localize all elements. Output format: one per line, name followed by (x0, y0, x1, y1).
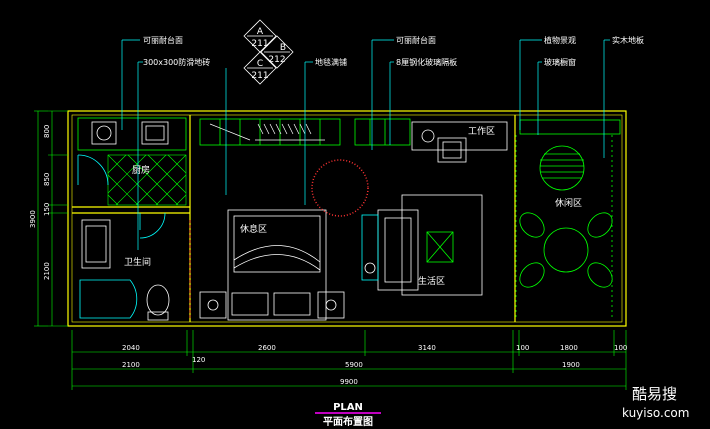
left-dimension-lines (34, 110, 68, 327)
room-leisure: 休闲区 (555, 197, 582, 209)
bottom-dimension-values: 2040 120 2600 3140 100 1800 100 2100 590… (122, 344, 627, 386)
dim-bottom-100b: 100 (614, 344, 627, 352)
dim-bottom-2100: 2100 (122, 361, 140, 369)
callout-labels: 可丽耐台面 300x300防滑地砖 地毯满铺 可丽耐台面 8厘钢化玻璃隔板 植物… (122, 35, 644, 67)
dim-left-3900: 3900 (29, 210, 37, 228)
dim-bottom-3140: 3140 (418, 344, 436, 352)
dim-bottom-120: 120 (192, 356, 205, 364)
room-work: 工作区 (468, 125, 495, 137)
section-b-number: 212 (268, 55, 285, 65)
dim-bottom-2600: 2600 (258, 344, 276, 352)
outer-wall (67, 110, 627, 327)
section-c-number: 211 (251, 71, 268, 81)
wardrobe-hangers (209, 123, 325, 141)
living-furniture (361, 194, 483, 296)
section-c-letter: C (257, 59, 263, 69)
callout-carpet: 地毯满铺 (315, 57, 347, 67)
bottom-dimension-lines (71, 330, 627, 390)
callout-window: 玻璃橱窗 (544, 57, 576, 67)
section-a-letter: A (257, 27, 264, 37)
dim-left-800: 800 (43, 125, 51, 138)
leisure-furniture (515, 135, 613, 320)
left-dimension-values: 800 850 150 2100 3900 (29, 125, 51, 280)
plan-subtitle: 平面布置图 (323, 415, 373, 428)
round-rug (311, 159, 369, 217)
dim-left-850: 850 (43, 173, 51, 186)
section-b-letter: B (280, 43, 286, 53)
watermark-url: kuyiso.com (622, 406, 689, 420)
callout-plants: 植物景观 (544, 35, 576, 45)
drawing-title: PLAN 平面布置图 (315, 402, 381, 428)
room-rest: 休息区 (240, 223, 267, 235)
watermark: 酷易搜 kuyiso.com (622, 385, 689, 420)
section-a-number: 211 (251, 39, 268, 49)
dim-bottom-5900: 5900 (345, 361, 363, 369)
dim-left-2100: 2100 (43, 262, 51, 280)
callout-glass: 8厘钢化玻璃隔板 (396, 57, 457, 67)
room-bathroom: 卫生间 (124, 256, 151, 268)
watermark-cn: 酷易搜 (632, 385, 677, 403)
callout-counter-2: 可丽耐台面 (396, 35, 436, 45)
kitchen-fixtures (77, 121, 169, 186)
section-symbol (243, 19, 294, 85)
callout-tiles: 300x300防滑地砖 (143, 57, 210, 67)
dim-bottom-2040: 2040 (122, 344, 140, 352)
work-desk (411, 121, 508, 163)
dim-left-150: 150 (43, 203, 51, 216)
plan-title: PLAN (333, 402, 363, 413)
bathroom-fixtures (79, 212, 191, 321)
dim-bottom-total: 9900 (340, 378, 358, 386)
room-labels: 厨房 卫生间 休息区 工作区 生活区 休闲区 (124, 125, 582, 287)
room-kitchen: 厨房 (132, 164, 150, 176)
section-symbol-text: A 211 B 212 C 211 (251, 27, 286, 81)
callout-counter-1: 可丽耐台面 (143, 35, 183, 45)
dim-bottom-100a: 100 (516, 344, 529, 352)
callout-wood: 实木地板 (612, 35, 644, 45)
dim-bottom-1800: 1800 (560, 344, 578, 352)
dim-bottom-1900: 1900 (562, 361, 580, 369)
room-living: 生活区 (418, 275, 445, 287)
callout-leaders (121, 40, 605, 250)
bed (199, 209, 345, 321)
